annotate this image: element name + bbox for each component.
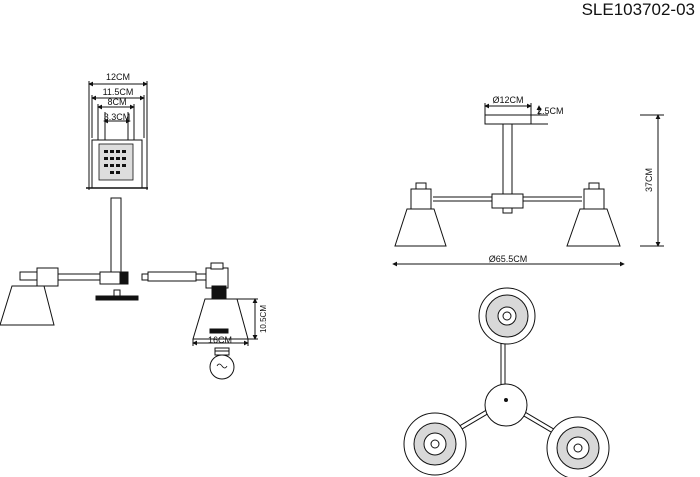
canopy-dimensions <box>484 103 548 125</box>
dim-canopy-height: 2.5CM <box>537 106 564 116</box>
dim-width-8cm: 8CM <box>107 97 126 107</box>
dim-total-width: Ø65.5CM <box>489 254 528 264</box>
terminal-block-icon <box>104 150 126 174</box>
top-view <box>403 287 610 477</box>
canopy-exploded <box>86 139 148 189</box>
dim-width-12cm: 12CM <box>106 72 130 82</box>
hub-front <box>491 193 524 209</box>
dim-canopy-3-3cm: 3.3CM <box>104 112 131 122</box>
dim-shade-height-10-5cm: 10.5CM <box>259 305 268 333</box>
dim-canopy-diameter: Ø12CM <box>492 95 523 105</box>
exploded-view <box>0 81 258 380</box>
dim-width-11-5cm: 11.5CM <box>103 87 134 97</box>
dim-total-height: 37CM <box>644 168 654 192</box>
right-arm-exploded <box>141 262 229 299</box>
height-dimension <box>640 114 664 247</box>
right-lamp-top <box>546 416 610 477</box>
canopy-width-dimensions <box>88 81 148 190</box>
hub-top <box>484 383 528 427</box>
rod-front <box>502 123 513 195</box>
mounting-plate <box>95 289 139 301</box>
left-lamp-front <box>394 182 447 247</box>
dim-shade-width-16cm: 16CM <box>208 335 232 345</box>
shade-exploded <box>192 298 258 346</box>
rod-exploded <box>110 197 122 279</box>
right-lamp-front <box>566 182 621 247</box>
front-view <box>392 103 664 267</box>
left-lamp-top <box>403 412 467 476</box>
top-lamp-top <box>478 287 536 345</box>
left-arm-exploded <box>0 267 129 326</box>
product-code: SLE103702-03 <box>582 0 695 19</box>
bulb-icon <box>209 347 235 380</box>
canopy-front <box>484 114 532 125</box>
